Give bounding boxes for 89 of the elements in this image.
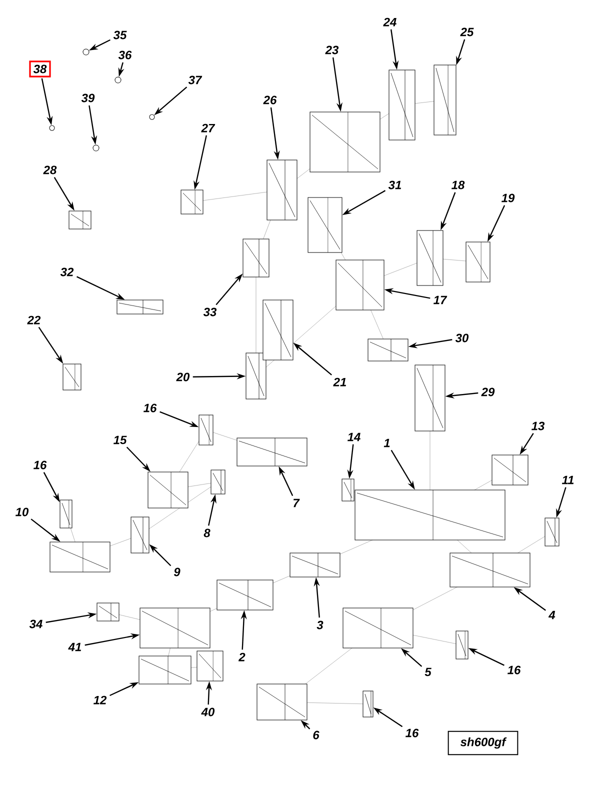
part-drawing — [492, 454, 528, 486]
part-drawing — [62, 364, 82, 390]
part-drawing — [50, 542, 110, 572]
part-drawing — [242, 238, 270, 278]
callout-number: 16 — [31, 458, 49, 472]
callout-number: 22 — [25, 314, 43, 326]
part-drawing — [180, 190, 204, 214]
part-drawing — [140, 608, 210, 648]
part-drawing — [116, 300, 164, 314]
callout-number: 3 — [314, 618, 326, 632]
part-drawing — [256, 684, 308, 720]
callout-number: 28 — [41, 164, 59, 176]
callout-number: 36 — [116, 48, 134, 62]
callout-number: 25 — [458, 26, 476, 38]
part-drawing — [198, 414, 214, 446]
part-drawing — [216, 580, 274, 610]
nut-drawing — [92, 144, 100, 152]
callout-number: 20 — [174, 370, 192, 384]
callout-number: 9 — [172, 566, 182, 578]
callout-number: 33 — [201, 306, 219, 318]
part-drawing — [308, 197, 342, 253]
callout-number: 15 — [111, 434, 129, 446]
callout-number: 29 — [479, 386, 497, 398]
part-drawing — [450, 552, 530, 588]
callout-number: 12 — [91, 694, 109, 706]
callout-number: 23 — [323, 44, 341, 56]
callout-number: 13 — [529, 420, 547, 432]
part-drawing — [236, 438, 308, 466]
callout-number: 17 — [431, 294, 449, 306]
callout-number: 2 — [236, 650, 248, 664]
nut-drawing — [82, 48, 90, 56]
part-drawing — [246, 352, 266, 400]
part-drawing — [544, 518, 560, 546]
part-drawing — [130, 516, 150, 554]
callout-number: 31 — [386, 178, 404, 192]
part-drawing — [416, 230, 444, 286]
callout-number: 40 — [199, 706, 217, 718]
callout-number: 19 — [499, 192, 517, 204]
part-drawing — [414, 364, 446, 432]
part-drawing — [290, 552, 340, 578]
nut-drawing — [49, 125, 55, 131]
callout-number: 7 — [290, 496, 302, 510]
part-drawing — [310, 112, 380, 172]
callout-number: 16 — [505, 664, 523, 676]
part-drawing — [262, 300, 294, 360]
part-drawing — [466, 242, 490, 282]
nut-drawing — [149, 114, 155, 120]
callout-number: 24 — [381, 16, 399, 28]
callout-number: 30 — [453, 332, 471, 344]
callout-number: 35 — [111, 28, 129, 42]
part-drawing — [456, 630, 468, 660]
part-drawing — [342, 608, 414, 648]
part-drawing — [336, 260, 384, 310]
callout-number: 5 — [422, 666, 434, 678]
part-drawing — [196, 650, 224, 682]
part-drawing — [138, 656, 192, 684]
callout-number: 4 — [546, 608, 558, 622]
callout-number: 1 — [382, 436, 392, 450]
callout-number: 39 — [79, 92, 97, 104]
callout-number: 34 — [27, 618, 45, 630]
part-drawing — [96, 602, 120, 622]
part-drawing — [362, 690, 374, 718]
callout-number: 16 — [141, 402, 159, 414]
part-drawing — [210, 470, 226, 494]
callout-number: 32 — [58, 266, 76, 278]
callout-number: 18 — [449, 178, 467, 192]
part-drawing — [148, 472, 188, 508]
callout-number: 37 — [186, 74, 204, 86]
part-drawing — [342, 478, 354, 502]
nut-drawing — [114, 76, 122, 84]
callout-number: 11 — [560, 474, 576, 486]
part-drawing — [266, 160, 298, 220]
part-drawing — [388, 70, 416, 140]
callout-number: 27 — [199, 122, 217, 134]
callout-number: 41 — [66, 640, 84, 654]
part-drawing — [434, 64, 456, 136]
part-drawing — [368, 338, 408, 362]
callout-number: 16 — [403, 726, 421, 740]
part-drawing — [354, 490, 506, 540]
callout-number: 21 — [331, 376, 349, 388]
highlighted-callout-number: 38 — [29, 60, 51, 78]
callout-number: 14 — [345, 430, 363, 444]
callout-number: 8 — [202, 526, 212, 540]
part-drawing — [68, 210, 92, 230]
part-drawing — [60, 500, 72, 528]
callout-number: 10 — [13, 506, 31, 518]
drawing-number-box: sh600gf — [448, 730, 518, 756]
callout-number: 26 — [261, 94, 279, 106]
callout-number: 6 — [310, 728, 322, 742]
